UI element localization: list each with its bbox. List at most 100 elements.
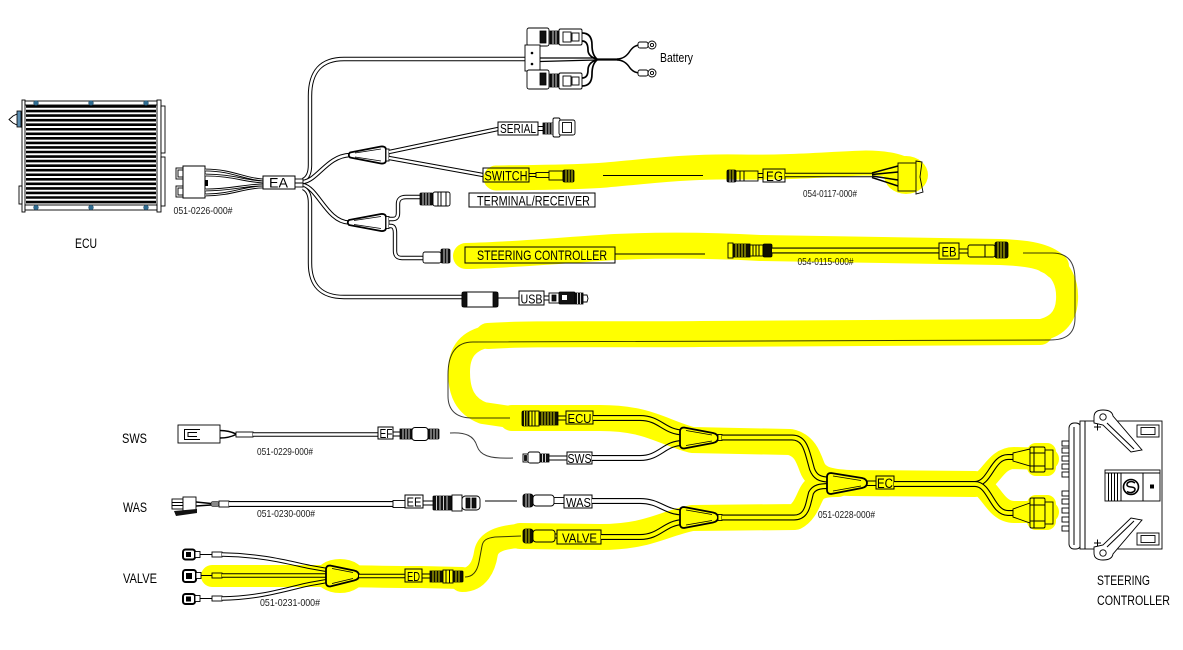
ecu-bolt (88, 100, 94, 106)
controller-mount-hole-top (1099, 413, 1107, 421)
ring-terminal-hole (649, 42, 655, 48)
controller-groove-bottom (1106, 520, 1135, 548)
was-plug-cap (522, 493, 534, 508)
ecu-bolt (88, 204, 94, 211)
was-sensor-collar (392, 500, 406, 508)
ecu-harness-wire-core (204, 184, 264, 191)
connector-tab-inner (177, 187, 184, 196)
usb-adapter-end (461, 291, 468, 308)
controller-groove-top (1106, 422, 1135, 450)
sws-sensor-sleeve (235, 431, 254, 438)
controller-mount-ear-top (1093, 409, 1143, 453)
controller-pin (1061, 490, 1070, 497)
controller-pin (1061, 498, 1070, 505)
switch-cable-core (388, 156, 484, 177)
sws-part-number: 051-0229-000# (257, 446, 313, 458)
ecu-bolt (143, 204, 149, 211)
ecu-side-strip (160, 156, 166, 207)
highlight-valve-circuit (201, 524, 532, 593)
fuse-holder-bottom-grip (549, 73, 560, 88)
was-sensor-latch (174, 509, 197, 516)
switch-cable-part-number: 054-0117-000# (803, 188, 857, 200)
ecu-harness-connector (175, 165, 264, 199)
highlight-stroke (483, 150, 923, 191)
battery-housing-bottom-detail (539, 72, 547, 86)
valve-label: VALVE (123, 571, 157, 586)
controller-latch-top-inner (1140, 427, 1156, 435)
connector-ef-box (377, 426, 394, 440)
valve-plug-neck (194, 595, 201, 602)
highlight-stroke (475, 319, 1053, 349)
valve-plug-2 (182, 569, 202, 583)
was-plug-body (532, 494, 555, 507)
connector-housing (182, 165, 206, 199)
usb-plug-neck-detail (551, 294, 557, 302)
serial-cable-core (388, 127, 499, 154)
ef-plug-body (411, 427, 429, 441)
connector-latch (205, 180, 208, 186)
battery-housing-top-detail (539, 30, 547, 44)
was-sensor-sleeve (218, 500, 230, 508)
battery-mount-hole (530, 62, 534, 66)
ee-plug-ring (451, 494, 463, 512)
controller-harness-sws-label: SWS (568, 451, 592, 466)
fuse-holder-ribs (552, 74, 557, 87)
valve-plug-contact (186, 596, 191, 602)
serial-switch-trunk-core (302, 153, 351, 184)
highlight-stroke (450, 524, 532, 592)
fuse-holder-bottom-window (562, 75, 572, 87)
was-sensor-plug (171, 498, 184, 510)
valve-plug-contact (186, 552, 191, 557)
controller-pin (1061, 463, 1070, 470)
ring-terminal-crimp (637, 69, 649, 77)
splitter-collar (385, 148, 390, 162)
ecu-label: ECU (75, 236, 97, 251)
steering-plug-body (422, 251, 442, 264)
controller-harness-was-connector: WAS (522, 493, 593, 510)
highlight-blob (315, 559, 365, 593)
ee-stub (423, 500, 433, 506)
battery-branch-cable-core (302, 57, 527, 182)
was-part-number: 051-0230-000# (257, 508, 315, 520)
steering-plug-cap (440, 248, 451, 264)
connector-ea-label: EA (269, 175, 289, 191)
serial-label: SERIAL (500, 121, 536, 136)
valve-plug-neck (195, 572, 202, 579)
battery-label: Battery (660, 51, 694, 65)
controller-pin (1061, 455, 1070, 462)
valve-plug-3 (182, 593, 201, 605)
terminal-plug-grip (419, 192, 434, 206)
highlight-blob (1027, 495, 1056, 530)
ecu-mounting-tab-plate (16, 110, 22, 128)
controller-pin (1061, 440, 1070, 447)
ecu-unit (8, 99, 166, 213)
ef-plug-ribs (402, 429, 410, 439)
controller-label-plate-detail (1105, 472, 1160, 501)
sws-plug-ribs (542, 454, 546, 462)
usb-label-box (518, 290, 545, 306)
serial-connector: SERIAL (497, 117, 576, 138)
terminal-receiver-label: TERMINAL/RECEIVER (477, 194, 590, 209)
ecu-bolt (33, 204, 39, 211)
fuse-holder-ribs (552, 31, 557, 44)
sws-plug-grip (539, 453, 550, 463)
connector-ef-label: EF (380, 426, 393, 441)
serial-label-box (497, 121, 539, 136)
controller-pin (1061, 447, 1070, 454)
fuse-wires-top (581, 32, 598, 60)
controller-harness-sws-connector: SWS (522, 451, 593, 466)
highlight-stroke (964, 473, 1059, 523)
valve-plug-neck (194, 551, 201, 558)
serial-dsub-face (562, 122, 572, 133)
steering-controller-title-line2: CONTROLLER (1097, 593, 1170, 608)
usb-plug-tip (582, 294, 589, 303)
highlight-blob (1027, 443, 1056, 476)
highlight-stroke (448, 325, 521, 428)
valve-plug-1 (182, 548, 201, 561)
controller-status-indicator (1150, 484, 1154, 489)
terminal-plug-rings (437, 192, 447, 206)
splitter-detail (354, 148, 382, 162)
ecu-frame-left (21, 99, 26, 213)
sws-sensor-latch (184, 429, 200, 440)
